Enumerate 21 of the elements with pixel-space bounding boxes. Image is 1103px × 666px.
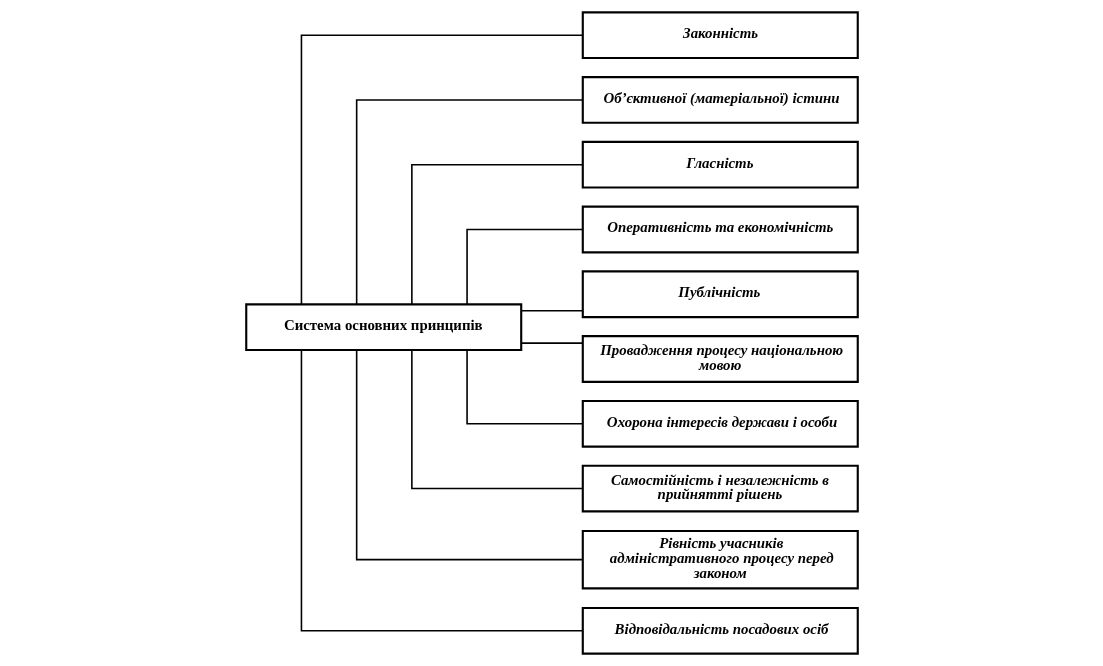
node-box: Законність <box>581 11 859 60</box>
connector <box>520 309 583 312</box>
node-box: Рівність учасників адміністративного процесу перед законом <box>581 529 859 590</box>
connector <box>300 34 583 306</box>
connector <box>300 349 583 632</box>
connector <box>355 99 583 305</box>
connector <box>410 349 584 490</box>
node-box: Охорона інтересів держави і особи <box>581 399 859 448</box>
node-box: Відповідальність посадових осіб <box>581 606 859 655</box>
node-box: Гласність <box>581 140 859 189</box>
node-box: Оперативність та економічність <box>581 205 859 254</box>
node-box: Публічність <box>581 270 859 319</box>
connector <box>355 349 583 561</box>
node-box: Самостійність і незалежність в прийнятті рішень <box>581 464 859 513</box>
connector <box>520 342 583 344</box>
connector <box>465 228 583 305</box>
node-box: Провадження процесу національною мовою <box>581 335 859 383</box>
connector <box>465 349 583 425</box>
node-box: Система основних принципів <box>244 303 522 352</box>
connector <box>410 163 584 306</box>
node-box: Об’єктивної (матеріальної) істини <box>581 76 859 124</box>
